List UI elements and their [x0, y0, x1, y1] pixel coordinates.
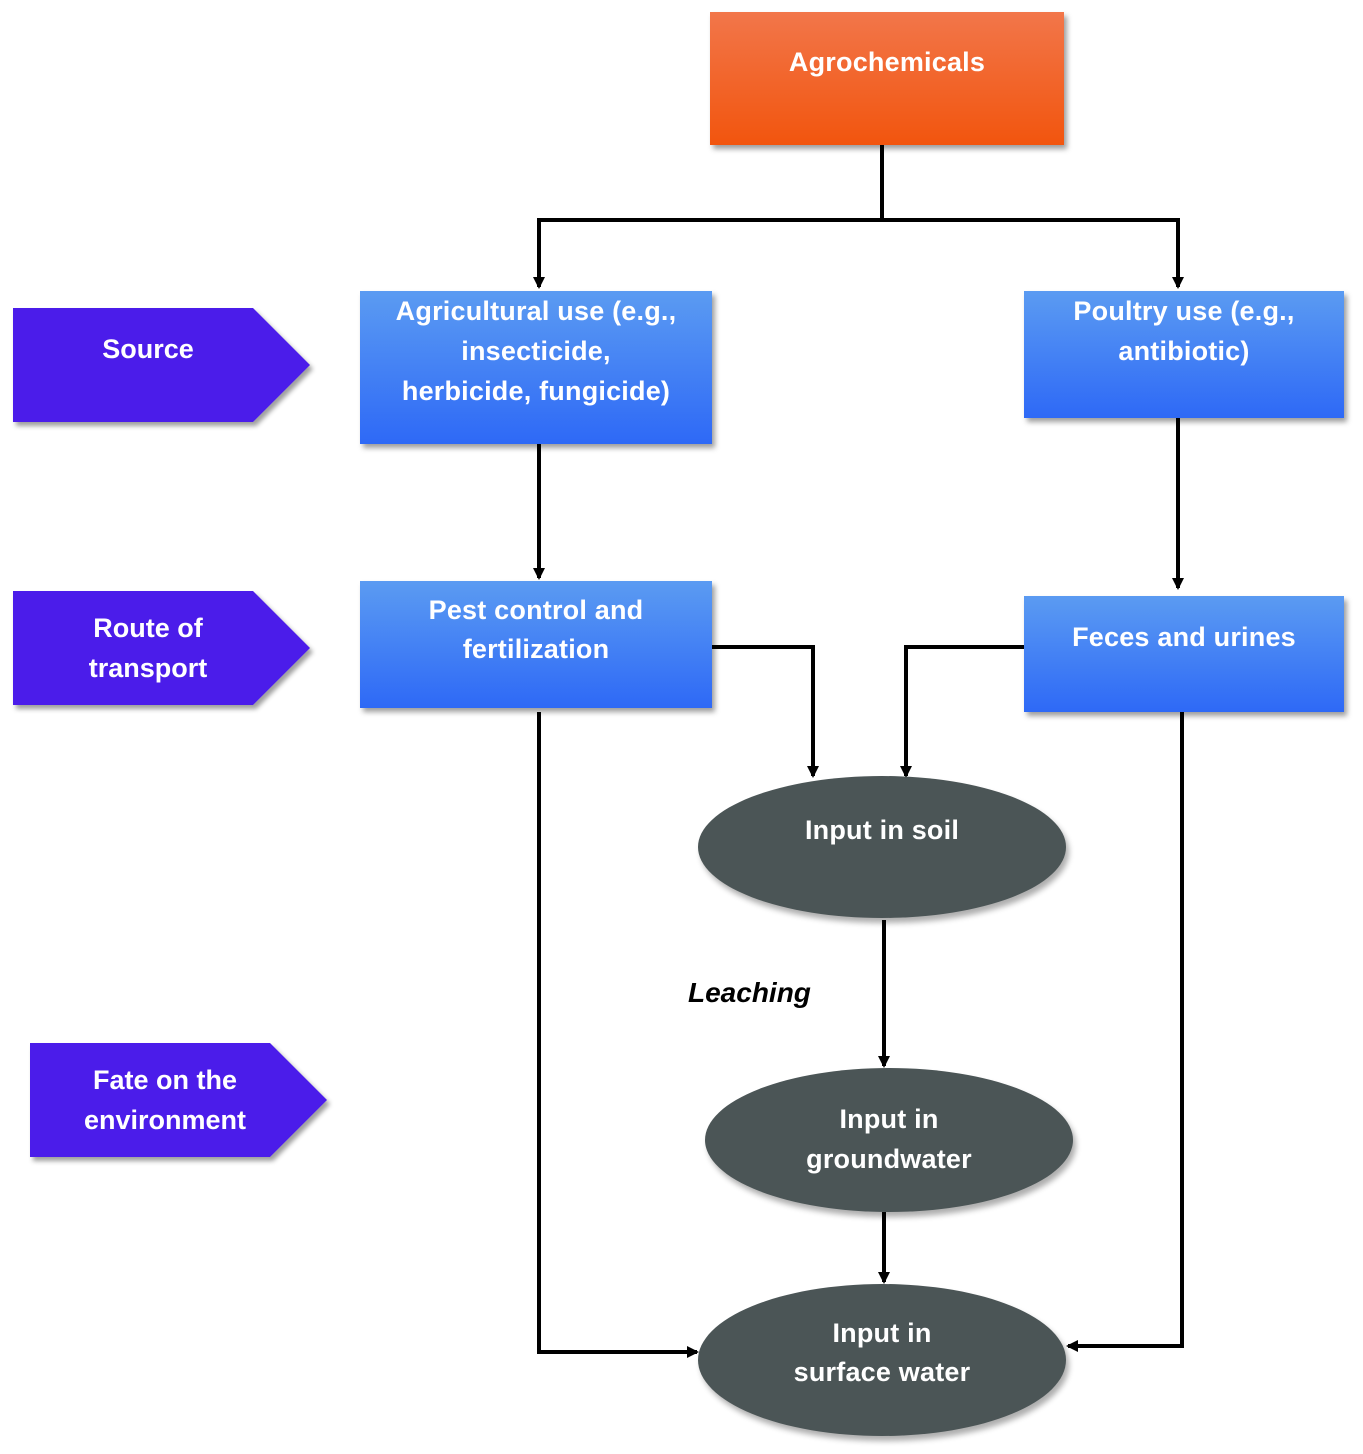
source-stage-label: Source	[102, 334, 194, 364]
surface-water-label: Input in surface water	[793, 1318, 971, 1387]
fate-stage-arrow	[30, 1043, 327, 1157]
arrow-pest-to-surface	[537, 712, 699, 1358]
soil-label: Input in soil	[804, 815, 960, 845]
arrow-agro-to-agricultural	[533, 218, 882, 289]
groundwater-ellipse: Input in groundwater	[705, 1068, 1073, 1212]
surface-water-ellipse: Input in surface water	[698, 1284, 1066, 1436]
route-stage-arrow	[13, 591, 310, 705]
feces-urines-label: Feces and urines	[1072, 622, 1296, 652]
pest-control-label: Pest control and fertilization	[428, 595, 644, 664]
soil-ellipse: Input in soil	[698, 776, 1066, 918]
feces-urines-box: Feces and urines	[1024, 596, 1344, 712]
agricultural-use-box: Agricultural use (e.g., insecticide, her…	[360, 291, 712, 444]
arrow-feces-to-soil	[900, 645, 1024, 778]
source-stage-arrow	[13, 308, 310, 422]
groundwater-label: Input in groundwater	[806, 1104, 972, 1174]
pest-control-box: Pest control and fertilization	[360, 581, 712, 708]
agrochemicals-label: Agrochemicals	[788, 47, 986, 77]
agricultural-use-label: Agricultural use (e.g., insecticide, her…	[395, 296, 677, 406]
arrow-pest-to-soil	[712, 645, 819, 778]
arrow-feces-to-surface	[1066, 707, 1184, 1352]
poultry-use-label: Poultry use (e.g., antibiotic)	[1073, 296, 1295, 366]
agrochemicals-box: Agrochemicals	[710, 12, 1064, 145]
arrow-agro-to-poultry	[882, 218, 1184, 289]
fate-stage-label: Fate on the environment	[83, 1065, 247, 1135]
route-stage-label: Route of transport	[88, 613, 208, 683]
poultry-use-box: Poultry use (e.g., antibiotic)	[1024, 291, 1344, 418]
leaching-label: Leaching	[688, 977, 811, 1008]
